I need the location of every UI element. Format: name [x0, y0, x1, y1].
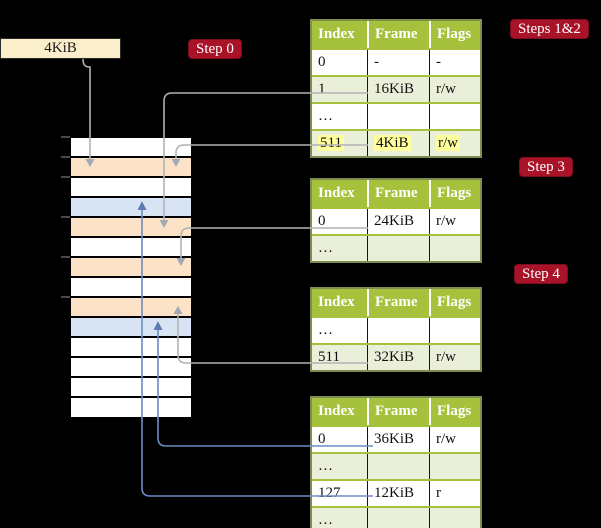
table-step-3-row-0-cell-1: 24KiB — [367, 209, 429, 234]
table-steps-1-2-header-index: Index — [318, 26, 355, 42]
table-step-4b-row-0-cell-2: r/w — [429, 427, 480, 452]
table-step-3-header-frame: Frame — [367, 180, 429, 207]
table-step-3-header-index: Index — [318, 185, 355, 201]
highlighted-value: r/w — [436, 135, 460, 151]
memory-frame-row-8 — [71, 298, 191, 318]
table-step-4a-row-1-cell-2: r/w — [429, 345, 480, 370]
memory-frame-row-10 — [71, 338, 191, 358]
table-steps-1-2-row-3-cell-0: 511 — [312, 131, 367, 156]
memory-frame-row-7 — [71, 278, 191, 298]
memory-frame-row-9 — [71, 318, 191, 338]
table-steps-1-2-row-0-cell-0: 0 — [318, 54, 326, 70]
table-step-4a-header-frame: Frame — [367, 289, 429, 316]
table-steps-1-2-row-3-cell-1: 4KiB — [367, 131, 429, 156]
badge-steps-1-2: Steps 1&2 — [510, 19, 589, 39]
table-step-3-row-0-cell-0: 0 — [318, 213, 326, 229]
table-step-4b-row-3-cell-0: … — [318, 512, 333, 528]
table-steps-1-2-row-2-cell-2 — [429, 104, 480, 129]
memory-frame-row-5 — [71, 238, 191, 258]
table-step-4b-row-0-cell-0: 0 — [318, 431, 326, 447]
table-steps-1-2-row-1-cell-2: r/w — [429, 77, 480, 102]
table-step-4b-row-1-cell-2 — [429, 454, 480, 479]
table-step-4b-header-frame: Frame — [367, 398, 429, 425]
table-steps-1-2-row-0: 0 -- — [312, 48, 480, 75]
table-step-4a-row-0: … — [312, 316, 480, 343]
table-step-4b-row-2-cell-0: 127 — [318, 485, 341, 501]
table-steps-1-2-row-2-cell-0: … — [318, 108, 333, 124]
table-step-4b-header-index: Index — [318, 403, 355, 419]
table-steps-1-2-row-3-cell-2: r/w — [429, 131, 480, 156]
table-step-3-row-1: … — [312, 234, 480, 261]
table-step-4b-row-2-cell-1: 12KiB — [367, 481, 429, 506]
table-step-4b-row-3: … — [312, 506, 480, 528]
table-step-4b-row-3-cell-2 — [429, 508, 480, 528]
table-step-4a-row-1-cell-0: 511 — [318, 349, 340, 365]
table-steps-1-2-row-0-cell-2: - — [429, 50, 480, 75]
table-steps-1-2-row-1-cell-1: 16KiB — [367, 77, 429, 102]
memory-frame-row-13 — [71, 398, 191, 417]
table-step-4b-header-flags: Flags — [429, 398, 480, 425]
table-steps-1-2-header-flags: Flags — [429, 21, 480, 48]
table-steps-1-2-row-0-cell-1: - — [367, 50, 429, 75]
table-step-3-row-1-cell-0: … — [318, 240, 333, 256]
badge-step-3: Step 3 — [519, 157, 573, 177]
memory-frame-row-4 — [71, 218, 191, 238]
table-steps-1-2-header-frame: Frame — [367, 21, 429, 48]
table-steps-1-2-row-2: … — [312, 102, 480, 129]
memory-tick-marks — [61, 136, 70, 298]
memory-frame-row-2 — [71, 178, 191, 198]
memory-frame-row-0 — [71, 138, 191, 158]
memory-frame-row-11 — [71, 358, 191, 378]
badge-step-4: Step 4 — [514, 264, 568, 284]
table-step-3-row-0-cell-2: r/w — [429, 209, 480, 234]
table-step-3-header-flags: Flags — [429, 180, 480, 207]
table-step-4b-row-1-cell-0: … — [318, 458, 333, 474]
memory-frame-row-3 — [71, 198, 191, 218]
table-step-4a-header-index: Index — [318, 294, 355, 310]
physical-memory-column — [70, 137, 192, 418]
table-step-4b-row-1: … — [312, 452, 480, 479]
table-step-4b-row-2-cell-2: r — [429, 481, 480, 506]
memory-frame-row-12 — [71, 378, 191, 398]
table-step-4b-row-3-cell-1 — [367, 508, 429, 528]
table-steps-1-2-row-1-cell-0: 1 — [318, 81, 326, 97]
table-step-3-row-1-cell-2 — [429, 236, 480, 261]
table-step-4a-row-0-cell-1 — [367, 318, 429, 343]
highlighted-value: 4KiB — [374, 135, 411, 151]
table-step-4a-header-flags: Flags — [429, 289, 480, 316]
memory-frame-row-1 — [71, 158, 191, 178]
table-steps-1-2-row-2-cell-1 — [367, 104, 429, 129]
table-step-4a-row-0-cell-0: … — [318, 322, 333, 338]
highlighted-value: 511 — [318, 135, 344, 151]
memory-frame-row-6 — [71, 258, 191, 278]
table-step-4b-row-0-cell-1: 36KiB — [367, 427, 429, 452]
table-steps-1-2-row-3: 511 4KiB r/w — [312, 129, 480, 156]
table-step-3-row-1-cell-1 — [367, 236, 429, 261]
table-step-4b-row-1-cell-1 — [367, 454, 429, 479]
frame-size-label-box: 4KiB — [0, 38, 121, 59]
badge-step-0: Step 0 — [188, 39, 242, 59]
table-step-4a-row-1-cell-1: 32KiB — [367, 345, 429, 370]
frame-size-label: 4KiB — [44, 40, 77, 56]
table-step-4a-row-0-cell-2 — [429, 318, 480, 343]
